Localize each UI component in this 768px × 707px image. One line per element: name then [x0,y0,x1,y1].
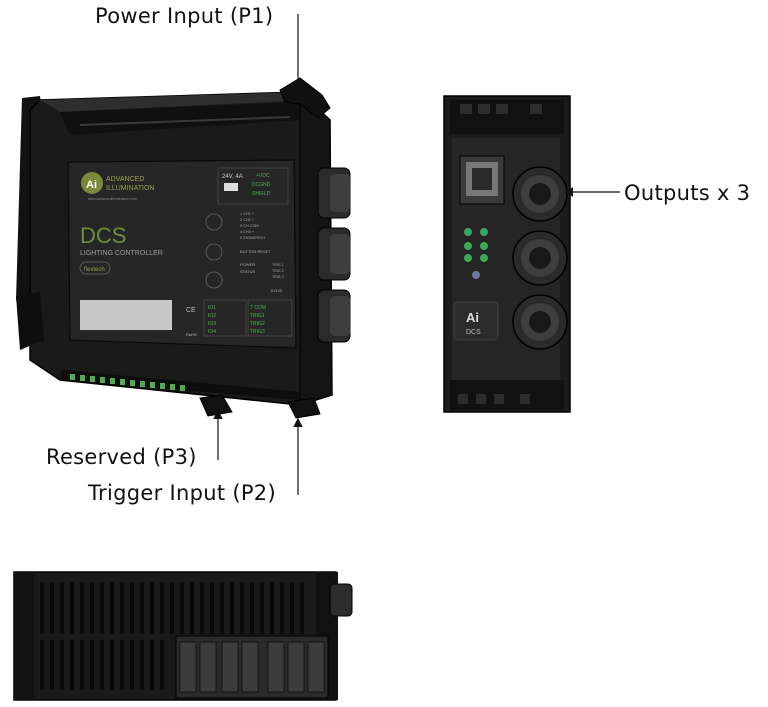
model-title: DCS [80,223,126,248]
trig-led-1: TRIG 1 [272,263,284,267]
trig-led-2: TRIG 2 [272,269,284,273]
rohs-mark: RoHS [186,332,197,337]
model-subtitle: LIGHTING CONTROLLER [80,250,163,257]
power-input-label: Power Input (P1) [95,4,274,28]
website-text: www.advancedillumination.com [88,197,137,201]
ce-mark: CE [186,307,196,314]
io-4: IO4 [208,329,216,335]
end-view-model: DCS [466,329,481,336]
trig-com: T COM [250,305,266,311]
output-pin-3: 3 CH COM [240,224,259,228]
front-view-unit: Ai ADVANCED ILLUMINATION www.advancedill… [16,77,351,419]
end-view-logo: Ai [466,310,479,325]
brand-line2: ILLUMINATION [106,185,155,192]
power-pin-2: DCGND [252,182,271,188]
trig-2: TRIG2 [250,321,265,327]
reserved-label: Reserved (P3) [46,445,197,469]
trig-led-3: TRIG 3 [272,275,284,279]
brand-line1: ADVANCED [106,176,144,183]
label-area [80,300,172,330]
io-1: IO1 [208,305,216,311]
front-output-connectors [317,167,351,343]
power-pin-3: SHIELD [252,191,270,197]
output-pin-2: 2 CH2 + [240,218,255,222]
bottom-view-unit [13,571,353,701]
logo-icon [81,172,103,194]
output-pin-4: 4 CH3 + [240,230,255,234]
button-reset-label: BUTTON RESET [240,249,271,254]
io-2: IO2 [208,313,216,319]
status-power-label: POWER [240,262,255,267]
end-view-output-connectors [512,166,568,350]
power-pin-1: +VDC [256,173,270,179]
flex-badge: flextech [84,267,105,273]
trigger-input-label: Trigger Input (P2) [88,481,276,505]
trig-1: TRIG1 [250,313,265,319]
trig-3: TRIG3 [250,329,265,335]
outputs-label: Outputs x 3 [624,181,751,205]
power-rating: 24V, 4A [222,174,243,180]
output-pin-1: 1 CH1 + [240,212,255,216]
front-logo-mark: Ai [86,179,97,191]
output-pin-5: 5 SIGNATECH [240,236,265,240]
io-3: IO3 [208,321,216,327]
end-view-unit: Ai DCS [443,95,571,413]
status-status-label: STATUS [240,269,256,274]
eth-speed: 10/100 [270,288,283,293]
